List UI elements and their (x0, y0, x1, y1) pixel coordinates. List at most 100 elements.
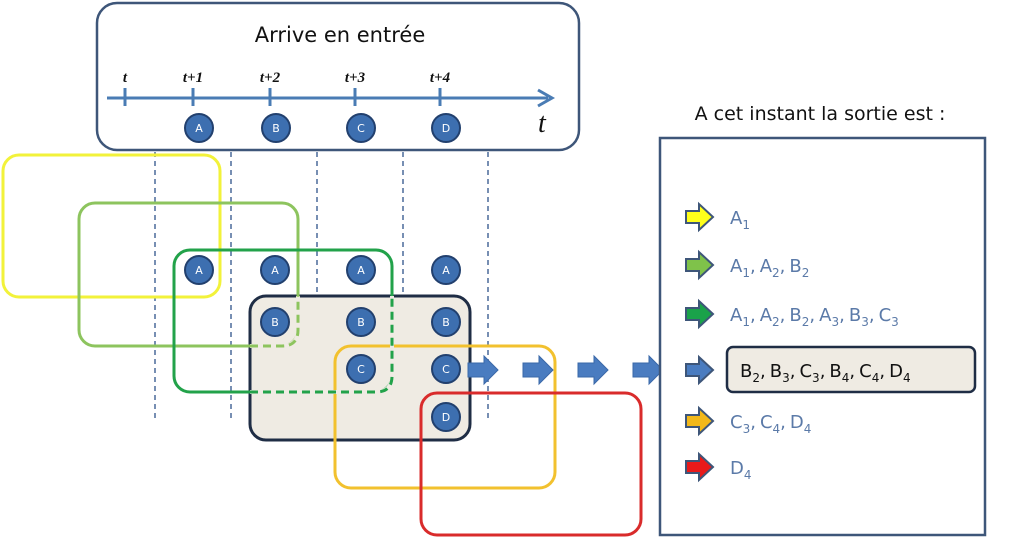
node-label: B (272, 122, 280, 135)
output-item: D (889, 361, 903, 382)
window-6 (419, 391, 643, 537)
output-item: A (730, 208, 743, 229)
node-circle (431, 402, 461, 432)
output-item-subscript: 1 (742, 218, 750, 232)
output-arrow-icon (685, 298, 715, 330)
highlighted-output-box (725, 345, 977, 394)
flow-arrow-icon (467, 354, 499, 386)
output-item-separator: , (879, 361, 885, 382)
output-item-subscript: 4 (773, 422, 781, 436)
node-label: A (195, 264, 203, 277)
output-item: A (730, 305, 743, 326)
output-item: B (789, 256, 801, 277)
node-label: A (442, 264, 450, 277)
window-5 (333, 344, 557, 490)
flow-arrow-icon (632, 354, 664, 386)
node-label: B (442, 316, 450, 329)
output-item-separator: , (780, 256, 786, 277)
node-label: A (357, 264, 365, 277)
output-item-subscript: 4 (842, 371, 850, 385)
arrival-node: B (261, 113, 291, 143)
output-item-separator: , (780, 412, 786, 433)
flow-arrow-icon (522, 354, 554, 386)
output-item: C (799, 361, 812, 382)
output-item: A (819, 305, 832, 326)
output-item-separator: , (849, 361, 855, 382)
output-item-separator: , (809, 305, 815, 326)
output-item: D (790, 412, 804, 433)
output-row-text: C3,C4,D4 (730, 412, 811, 436)
node-label: C (357, 122, 365, 135)
node-circle (346, 307, 376, 337)
sliding-windows (1, 153, 643, 537)
output-row-text: A1,A2,B2,A3,B3,C3 (730, 305, 899, 329)
node-circle (346, 113, 376, 143)
output-item-separator: , (820, 361, 826, 382)
output-item-separator: , (790, 361, 796, 382)
output-row: B2,B3,C3,B4,C4,D4 (685, 345, 977, 394)
output-row: A1 (685, 201, 750, 233)
output-row-text: A1 (730, 208, 750, 232)
output-item-subscript: 3 (891, 315, 899, 329)
node-label: C (442, 363, 450, 376)
output-heading: A cet instant la sortie est : (695, 103, 946, 125)
output-arrow-icon (685, 354, 715, 386)
output-row: C3,C4,D4 (685, 405, 811, 437)
node-circle (261, 113, 291, 143)
output-item-subscript: 3 (782, 371, 790, 385)
axis-tick-label: t+3 (345, 70, 366, 86)
output-item-subscript: 4 (872, 371, 880, 385)
output-row: A1,A2,B2,A3,B3,C3 (685, 298, 899, 330)
output-item-subscript: 3 (831, 315, 839, 329)
buffer-node: D (431, 402, 461, 432)
output-item-separator: , (780, 305, 786, 326)
node-label: A (195, 122, 203, 135)
node-circle (260, 255, 290, 285)
output-item: C (859, 361, 872, 382)
input-panel-title: Arrive en entrée (255, 23, 426, 47)
window-3-inner-mask (250, 296, 394, 394)
output-item-separator: , (760, 361, 766, 382)
buffer-node: A (260, 255, 290, 285)
node-circle (346, 255, 376, 285)
node-label: D (442, 122, 450, 135)
output-item-subscript: 2 (772, 315, 780, 329)
node-circle (346, 354, 376, 384)
output-item-separator: , (750, 412, 756, 433)
output-item-subscript: 1 (742, 315, 750, 329)
output-item-separator: , (839, 305, 845, 326)
window-2 (77, 201, 300, 348)
axis-tick-label: t+4 (430, 70, 451, 86)
output-item-subscript: 3 (812, 371, 820, 385)
window-2-dashed-segment (250, 296, 300, 348)
arrival-node: C (346, 113, 376, 143)
output-rows: A1A1,A2,B2A1,A2,B2,A3,B3,C3B2,B3,C3,B4,C… (685, 201, 977, 483)
output-item-subscript: 2 (802, 315, 810, 329)
node-circle (431, 354, 461, 384)
buffer-node: A (431, 255, 461, 285)
node-label: D (442, 411, 450, 424)
output-item-subscript: 2 (752, 371, 760, 385)
node-circle (260, 307, 290, 337)
flow-arrow-icon (577, 354, 609, 386)
buffer-node: C (346, 354, 376, 384)
output-row-text: A1,A2,B2 (730, 256, 809, 280)
axis-tick-label: t+2 (260, 70, 281, 86)
output-item-separator: , (750, 256, 756, 277)
axis-tick-label: t (123, 70, 128, 86)
output-item: C (879, 305, 892, 326)
output-row-text: B2,B3,C3,B4,C4,D4 (740, 361, 911, 385)
output-arrow-icon (685, 249, 715, 281)
output-panel: A cet instant la sortie est : A1A1,A2,B2… (658, 103, 987, 537)
output-item-subscript: 3 (743, 422, 751, 436)
output-panel-frame (658, 136, 987, 537)
output-item-subscript: 3 (861, 315, 869, 329)
output-item: D (730, 458, 744, 479)
output-arrow-icon (685, 405, 715, 437)
flow-arrows (467, 354, 664, 386)
node-label: B (357, 316, 365, 329)
output-item: B (740, 361, 752, 382)
output-item-separator: , (750, 305, 756, 326)
